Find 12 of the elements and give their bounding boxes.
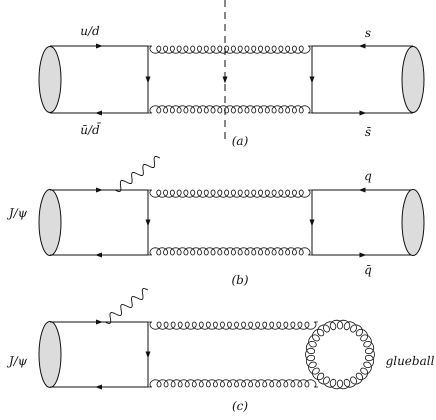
quark-label: u/d	[80, 24, 100, 38]
quark-label: q	[364, 169, 372, 183]
panel-label: (b)	[231, 273, 249, 287]
panel-label: (a)	[232, 134, 248, 148]
quark-label: ū/d̄	[80, 123, 100, 137]
particle-label: J/ψ	[8, 354, 28, 368]
quark-label: q̄	[364, 263, 372, 277]
particle-label: J/ψ	[8, 206, 28, 220]
quark-label: s̄	[364, 125, 372, 139]
quark-label: s	[364, 26, 372, 40]
panel-label: (c)	[232, 399, 248, 413]
particle-label: glueball	[386, 354, 434, 368]
